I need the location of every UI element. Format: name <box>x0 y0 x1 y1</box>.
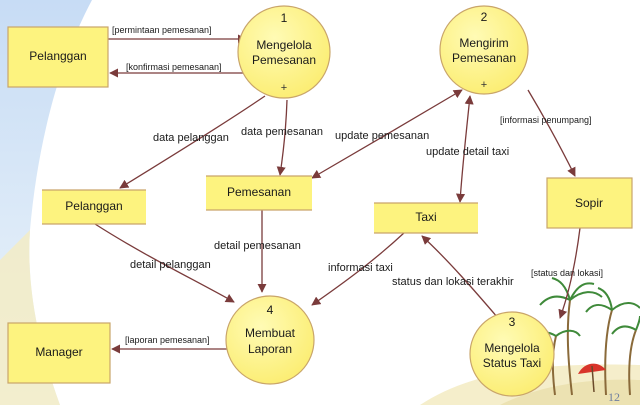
process-3-number: 3 <box>509 315 516 329</box>
flow-label-data-pelanggan: data pelanggan <box>153 132 229 144</box>
process-4-membuat-laporan: 4 Membuat Laporan <box>225 295 315 385</box>
flow-label-update-pemesanan: update pemesanan <box>335 130 429 142</box>
flow-arrows <box>94 34 581 354</box>
process-4-label-line1: Membuat <box>245 326 296 340</box>
process-3-label-line2: Status Taxi <box>483 356 541 370</box>
palm-trees-illustration <box>531 277 640 396</box>
store-pelanggan-label: Pelanggan <box>65 199 122 213</box>
flow-label-informasi-taxi: informasi taxi <box>328 262 393 274</box>
flow-label-permintaan-pemesanan: [permintaan pemesanan] <box>112 25 212 35</box>
flow-label-informasi-penumpang: [informasi penumpang] <box>500 115 592 125</box>
process-1-mengelola-pemesanan: 1 Mengelola Pemesanan + <box>237 5 331 99</box>
flow-label-data-pemesanan: data pemesanan <box>241 126 323 138</box>
process-2-label-line1: Mengirim <box>459 36 508 50</box>
beach-umbrella-illustration <box>578 363 606 393</box>
store-pemesanan: Pemesanan <box>206 175 312 211</box>
entity-sopir: Sopir <box>546 177 633 229</box>
slide-number: 12 <box>608 390 620 404</box>
flow-label-laporan-pemesanan: [laporan pemesanan] <box>125 335 210 345</box>
flow-label-konfirmasi-pemesanan: [konfirmasi pemesanan] <box>126 62 222 72</box>
flow-label-status-dan-lokasi: [status dan lokasi] <box>531 268 603 278</box>
flow-labels: [permintaan pemesanan] [konfirmasi pemes… <box>112 25 603 345</box>
process-1-number: 1 <box>281 11 288 25</box>
entity-pelanggan: Pelanggan <box>7 26 109 88</box>
process-4-number: 4 <box>267 303 274 317</box>
arrow-status-lokasi-terakhir <box>421 235 499 319</box>
store-taxi: Taxi <box>374 202 478 234</box>
entity-pelanggan-label: Pelanggan <box>29 49 86 63</box>
process-1-label-line1: Mengelola <box>256 38 312 52</box>
store-pemesanan-label: Pemesanan <box>227 185 291 199</box>
store-pelanggan: Pelanggan <box>42 189 146 225</box>
entity-manager: Manager <box>7 322 111 384</box>
arrow-update-pemesanan <box>311 89 463 179</box>
process-2-number: 2 <box>481 10 488 24</box>
flow-label-detail-pelanggan: detail pelanggan <box>130 259 211 271</box>
arrow-data-pemesanan <box>276 99 288 176</box>
arrow-update-detail-taxi <box>455 95 474 203</box>
arrow-informasi-taxi <box>311 231 406 306</box>
process-4-label-line2: Laporan <box>248 342 292 356</box>
process-3-label-line1: Mengelola <box>484 341 540 355</box>
process-2-expand-marker: + <box>481 79 487 91</box>
arrow-data-pelanggan <box>119 95 266 189</box>
process-1-expand-marker: + <box>281 82 287 94</box>
flow-label-status-lokasi-terakhir: status dan lokasi terakhir <box>392 276 514 288</box>
flow-label-detail-pemesanan: detail pemesanan <box>214 240 301 252</box>
flow-label-update-detail-taxi: update detail taxi <box>426 146 509 158</box>
store-taxi-label: Taxi <box>415 210 436 224</box>
process-2-label-line2: Pemesanan <box>452 51 516 65</box>
process-2-mengirim-pemesanan: 2 Mengirim Pemesanan + <box>439 5 529 95</box>
arrow-status-lokasi <box>558 227 581 319</box>
arrow-informasi-penumpang <box>527 89 576 177</box>
process-1-label-line2: Pemesanan <box>252 53 316 67</box>
entity-sopir-label: Sopir <box>575 196 603 210</box>
arrow-detail-pelanggan <box>94 223 235 303</box>
process-3-mengelola-status-taxi: 3 Mengelola Status Taxi <box>469 311 555 397</box>
entity-manager-label: Manager <box>35 345 82 359</box>
